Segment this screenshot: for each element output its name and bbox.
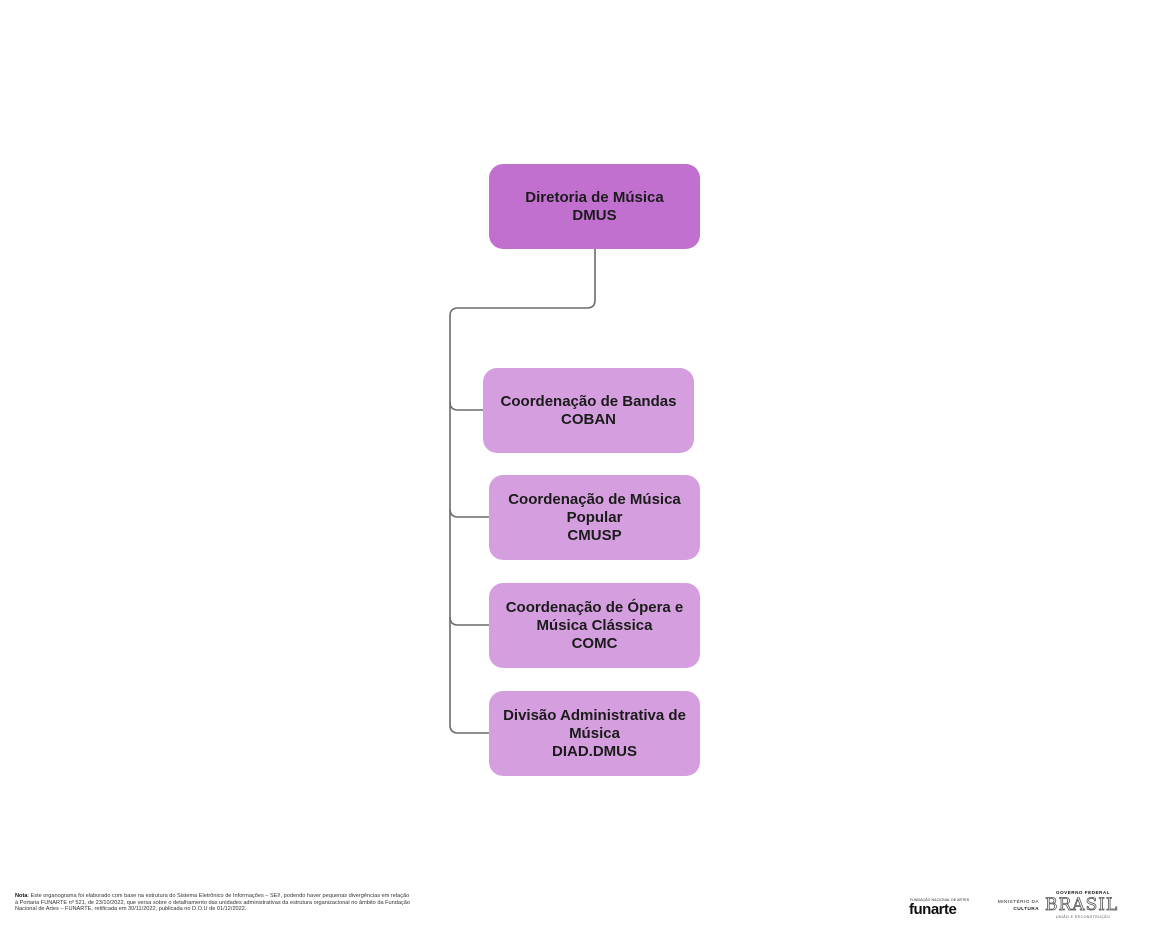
ministerio-da-cultura-logo: MINISTÉRIO DA CULTURA (989, 899, 1039, 913)
node-name-line-2: Música Clássica (536, 616, 653, 634)
connector-comc (449, 616, 489, 626)
node-name-line-1: Coordenação de Ópera e (505, 598, 684, 616)
ministry-line-1: MINISTÉRIO DA (997, 900, 1039, 905)
node-name: Coordenação de Bandas (500, 392, 677, 410)
node-acronym: COMC (571, 634, 618, 652)
node-coordenacao-de-opera-e-musica-classica: Coordenação de Ópera e Música Clássica C… (489, 583, 700, 668)
node-name: Diretoria de Música (525, 188, 664, 206)
governo-federal-label: GOVERNO FEDERAL (1056, 890, 1110, 895)
funarte-caption: FUNDAÇÃO NACIONAL DE ARTES (910, 898, 970, 902)
footer-note-text: : Este organograma foi elaborado com bas… (15, 893, 410, 913)
footer-note-label: Nota (15, 893, 28, 899)
connector-root-down (449, 249, 596, 734)
node-name-line-1: Coordenação de Música (508, 490, 681, 508)
uniao-e-reconstrucao-label: UNIÃO E RECONSTRUÇÃO (1055, 915, 1111, 919)
node-acronym: COBAN (560, 410, 616, 428)
node-diretoria-de-musica: Diretoria de Música DMUS (489, 164, 700, 249)
node-divisao-administrativa-de-musica: Divisão Administrativa de Música DIAD.DM… (489, 691, 700, 776)
footer-note: Nota: Este organograma foi elaborado com… (15, 893, 410, 913)
node-acronym: DIAD.DMUS (552, 742, 637, 760)
connector-lines (449, 249, 596, 734)
connector-cmusp (449, 508, 489, 518)
ministry-line-2: CULTURA (1013, 907, 1039, 912)
node-name-line-1: Divisão Administrativa de (503, 706, 686, 724)
node-coordenacao-de-bandas: Coordenação de Bandas COBAN (483, 368, 694, 453)
node-acronym: CMUSP (567, 526, 622, 544)
funarte-logo: funarte (909, 901, 957, 918)
connector-coban (449, 401, 483, 411)
node-name-line-2: Música (569, 724, 620, 742)
node-name-line-2: Popular (566, 508, 623, 526)
node-acronym: DMUS (572, 206, 617, 224)
footer-logos: FUNDAÇÃO NACIONAL DE ARTES funarte MINIS… (895, 882, 1125, 922)
node-coordenacao-de-musica-popular: Coordenação de Música Popular CMUSP (489, 475, 700, 560)
brasil-logo: BRASIL (1045, 895, 1119, 916)
